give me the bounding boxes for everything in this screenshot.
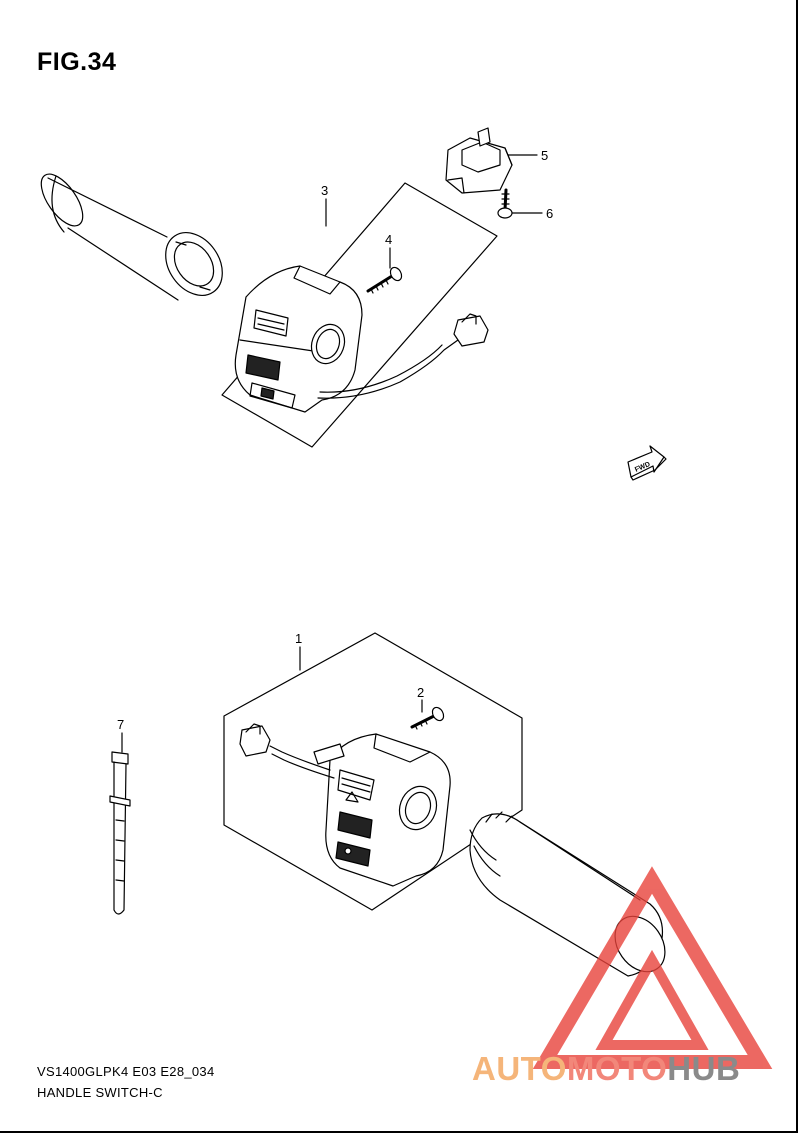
watermark-logo: [532, 866, 773, 1069]
screw-2-illustration: [410, 706, 445, 730]
right-switch-illustration: [239, 723, 451, 887]
screw-4-illustration: [366, 266, 403, 294]
watermark-hub: HUB: [667, 1050, 741, 1087]
section-name: HANDLE SWITCH-C: [37, 1085, 163, 1100]
left-switch-illustration: [234, 265, 489, 413]
callout-1: 1: [295, 631, 302, 646]
cable-tie-7-illustration: [109, 751, 131, 915]
clamp-5-illustration: [445, 127, 513, 194]
watermark-text: AUTOMOTOHUB: [472, 1050, 740, 1088]
assembly-1-frame: [223, 632, 523, 911]
callout-4: 4: [385, 232, 392, 247]
callout-2: 2: [417, 685, 424, 700]
callout-6: 6: [546, 206, 553, 221]
screw-6-illustration: [497, 188, 513, 219]
model-code: VS1400GLPK4 E03 E28_034: [37, 1064, 215, 1079]
left-grip-illustration: [40, 173, 223, 301]
fwd-arrow-icon: [627, 445, 667, 481]
callout-5: 5: [541, 148, 548, 163]
watermark-moto: MOTO: [566, 1050, 668, 1087]
callout-3: 3: [321, 183, 328, 198]
figure-title: FIG.34: [37, 48, 117, 76]
callout-7: 7: [117, 717, 124, 732]
watermark-auto: AUTO: [472, 1050, 567, 1087]
